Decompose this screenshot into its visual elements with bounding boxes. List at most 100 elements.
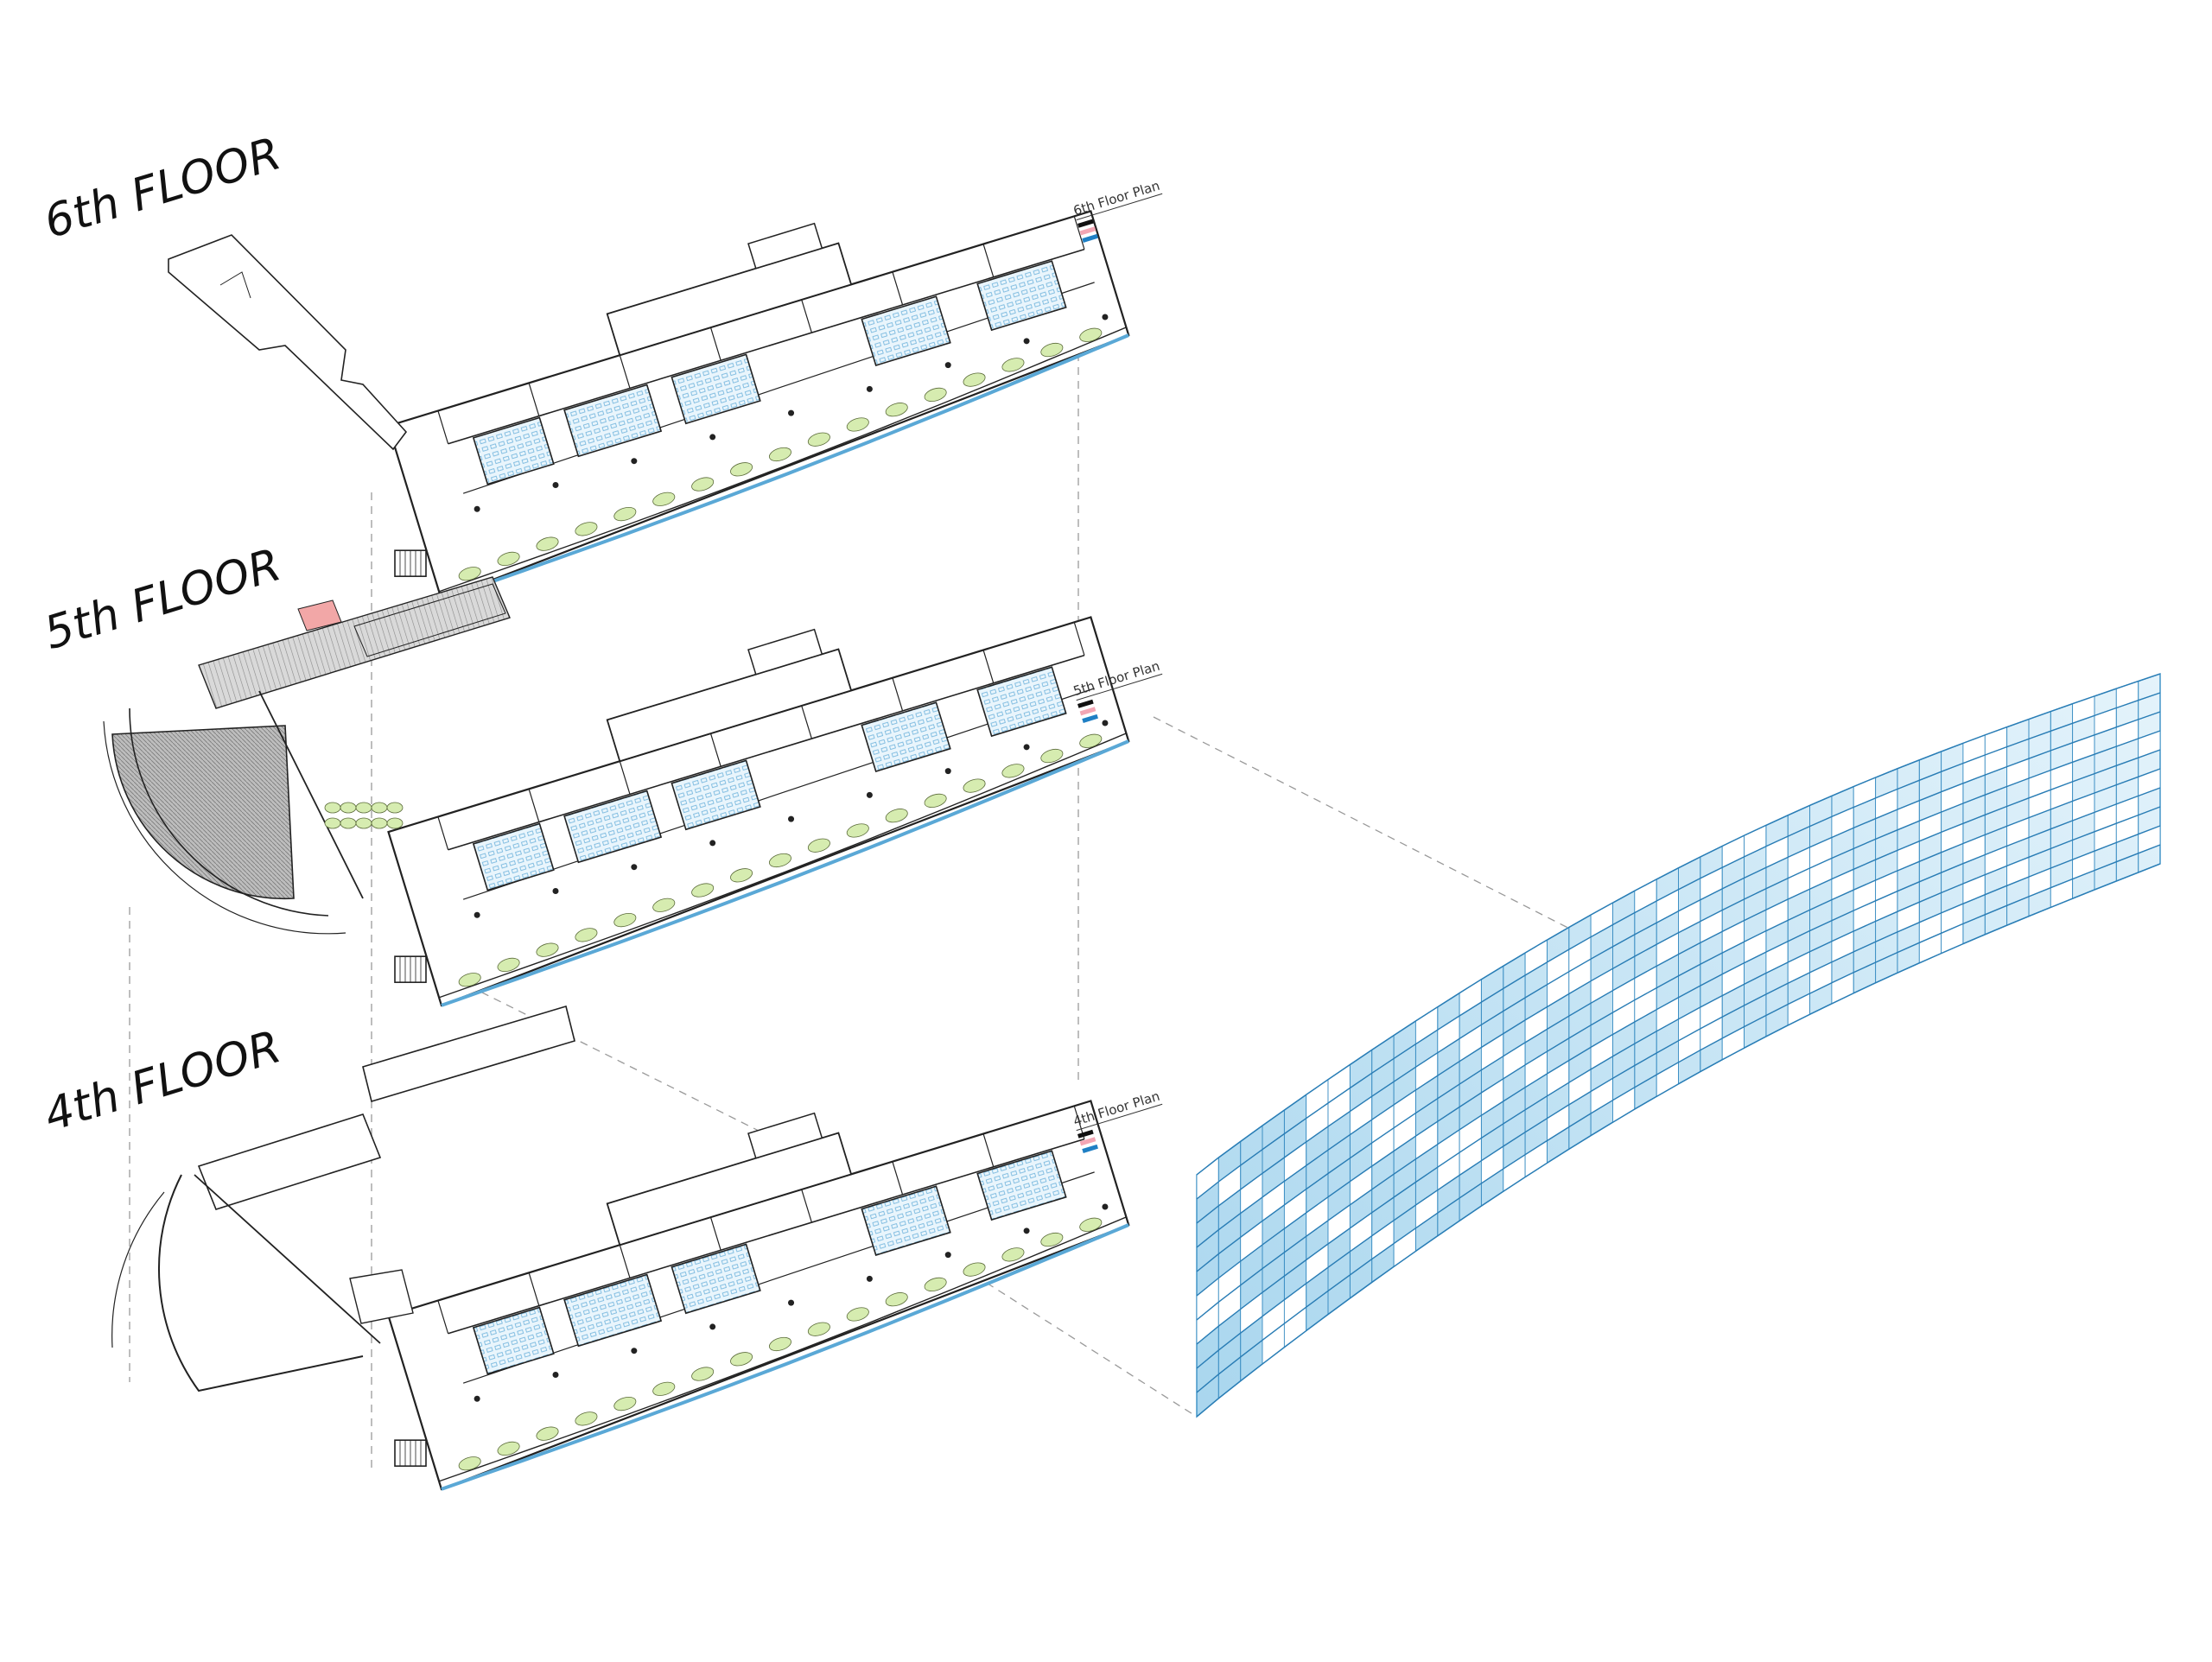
planter	[1001, 358, 1025, 372]
guide-line	[431, 967, 891, 1197]
planter	[846, 417, 869, 432]
terrace-planter	[340, 817, 357, 829]
upper-wing	[606, 1132, 853, 1246]
room-divider	[709, 733, 721, 767]
upper-wing	[606, 648, 853, 763]
planter	[924, 793, 947, 808]
facade-mullion-row	[1196, 825, 2161, 1369]
planter	[575, 928, 598, 942]
planter	[807, 432, 830, 447]
column	[1023, 1227, 1030, 1234]
planter	[613, 912, 637, 928]
facade-mullion-row	[1196, 806, 2161, 1345]
column	[552, 1371, 559, 1378]
column	[1102, 720, 1109, 726]
room-divider	[619, 1245, 631, 1278]
facade-mullion-row	[1196, 787, 2161, 1321]
auditorium-outer-arc-2	[103, 720, 346, 935]
column	[709, 1323, 716, 1330]
planter	[885, 403, 908, 417]
room-divider	[1073, 622, 1085, 656]
column	[631, 864, 638, 871]
facade-mullion-row	[1196, 863, 2161, 1418]
room-divider	[982, 1133, 995, 1167]
planter	[1040, 342, 1064, 358]
planter	[575, 522, 598, 536]
planter	[924, 1277, 947, 1291]
column	[474, 505, 480, 512]
classroom	[472, 822, 555, 891]
terrace-planter	[324, 802, 341, 814]
classroom	[472, 1306, 555, 1375]
floor-plan-stack	[103, 210, 1130, 1491]
room-divider	[1073, 216, 1085, 250]
planter	[497, 1441, 520, 1456]
facade-mullion-row	[1196, 730, 2161, 1248]
terrace-planter	[324, 817, 341, 829]
facade-edge	[441, 739, 1129, 1007]
facade-mullion-row	[1196, 692, 2161, 1200]
planter	[1040, 748, 1064, 764]
planter	[963, 372, 986, 387]
column	[866, 791, 873, 798]
column	[474, 911, 480, 918]
planter	[846, 1307, 869, 1322]
planter	[730, 868, 753, 883]
balcony-line	[438, 1216, 1127, 1482]
room-divider	[892, 677, 904, 712]
planter	[885, 1292, 908, 1307]
classroom	[976, 1150, 1067, 1221]
terrace-planter	[371, 817, 388, 829]
planter	[613, 506, 637, 522]
classroom-wing	[197, 1113, 382, 1210]
planter	[768, 447, 791, 462]
planter	[691, 477, 715, 492]
planter	[1001, 764, 1025, 778]
classroom	[671, 353, 761, 425]
planter	[730, 1352, 753, 1367]
planter	[1001, 1247, 1025, 1262]
planter	[652, 1381, 676, 1396]
corridor-wall	[448, 248, 1085, 445]
facade-mullion-row	[1196, 749, 2161, 1272]
planter	[768, 853, 791, 868]
classroom	[976, 666, 1067, 738]
column	[631, 458, 638, 465]
planter	[1040, 1232, 1064, 1247]
room-divider	[709, 1216, 721, 1251]
planter	[691, 883, 715, 898]
facade-mullion-row	[1196, 844, 2161, 1393]
column	[709, 434, 716, 441]
room-divider	[437, 410, 449, 444]
auditorium-wall	[258, 690, 364, 899]
planter	[652, 492, 676, 506]
planter	[924, 387, 947, 402]
facade-edge	[441, 333, 1129, 601]
wing-detail	[219, 271, 251, 299]
terrace-planter	[386, 802, 404, 814]
planter	[885, 809, 908, 823]
column	[474, 1395, 480, 1402]
planter	[730, 462, 753, 477]
classroom	[861, 1185, 951, 1256]
north-wing	[362, 1005, 575, 1103]
room-divider	[619, 355, 631, 389]
planter	[497, 957, 520, 973]
room-divider	[528, 383, 540, 416]
planter	[536, 942, 559, 957]
stair-core	[747, 1112, 823, 1159]
planter	[807, 838, 830, 853]
room-divider	[982, 650, 995, 683]
terrace-planter	[340, 802, 357, 814]
floor-plan-6	[168, 210, 1130, 601]
room-divider	[437, 816, 449, 850]
planter	[807, 1322, 830, 1336]
auditorium-wall	[194, 1174, 381, 1344]
stair-core	[747, 222, 823, 270]
upper-wing	[606, 242, 853, 357]
column	[552, 481, 559, 488]
planter	[536, 536, 559, 551]
facade-mullion-row	[1196, 711, 2161, 1224]
room-divider	[892, 271, 904, 306]
auditorium-outer-arc	[129, 707, 329, 917]
